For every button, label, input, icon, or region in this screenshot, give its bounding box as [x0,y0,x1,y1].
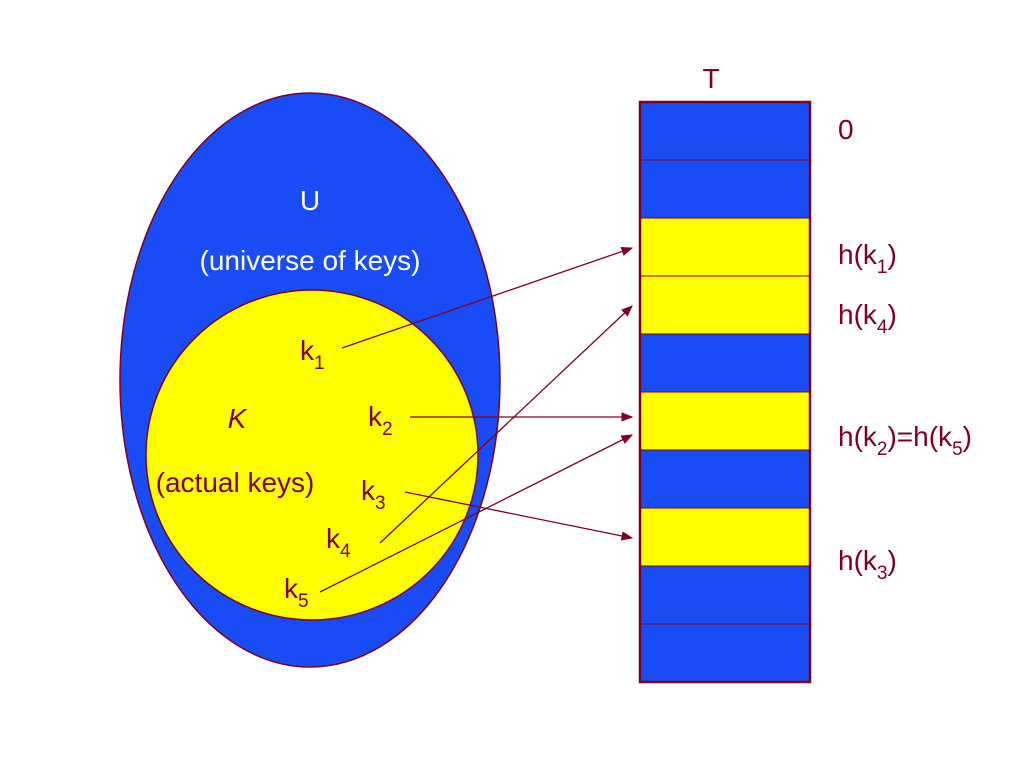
slot-label-h-k4: h(k4) [838,299,897,338]
actual-keys-caption: (actual keys) [156,467,315,498]
actual-keys-circle [145,289,479,621]
arrow-k5-to-slot-5 [319,434,634,593]
table-slot-7 [639,507,811,567]
table-slot-2 [639,217,811,277]
arrow-k1-to-slot-2 [341,247,634,349]
table-slot-1 [639,159,811,219]
universe-caption: (universe of keys) [200,245,421,276]
slot-label-h-k1: h(k1) [838,239,897,278]
arrow-k4-to-slot-3 [379,305,633,544]
table-slot-0 [639,101,811,161]
actual-keys-symbol: K [228,403,248,434]
arrow-k3-to-slot-7 [404,491,634,541]
table-slot-4 [639,333,811,393]
slot-zero-label: 0 [838,114,854,145]
key-label-k2: k2 [368,401,393,440]
key-label-k5: k5 [284,573,309,612]
table-slot-6 [639,449,811,509]
table-slot-3 [639,275,811,335]
slot-label-h-k2-h-k5: h(k2)=h(k5) [838,421,972,460]
key-label-k4: k4 [326,523,351,562]
mapping-arrows [319,247,634,593]
key-label-k1: k1 [300,335,325,374]
table-slot-9 [639,623,811,683]
slot-label-h-k3: h(k3) [838,545,897,584]
table-slot-8 [639,565,811,625]
table-slot-5 [639,391,811,451]
hash-table [638,100,812,684]
table-frame [638,100,812,684]
universe-symbol: U [300,185,320,216]
key-label-k3: k3 [361,475,386,514]
table-title: T [702,63,719,94]
